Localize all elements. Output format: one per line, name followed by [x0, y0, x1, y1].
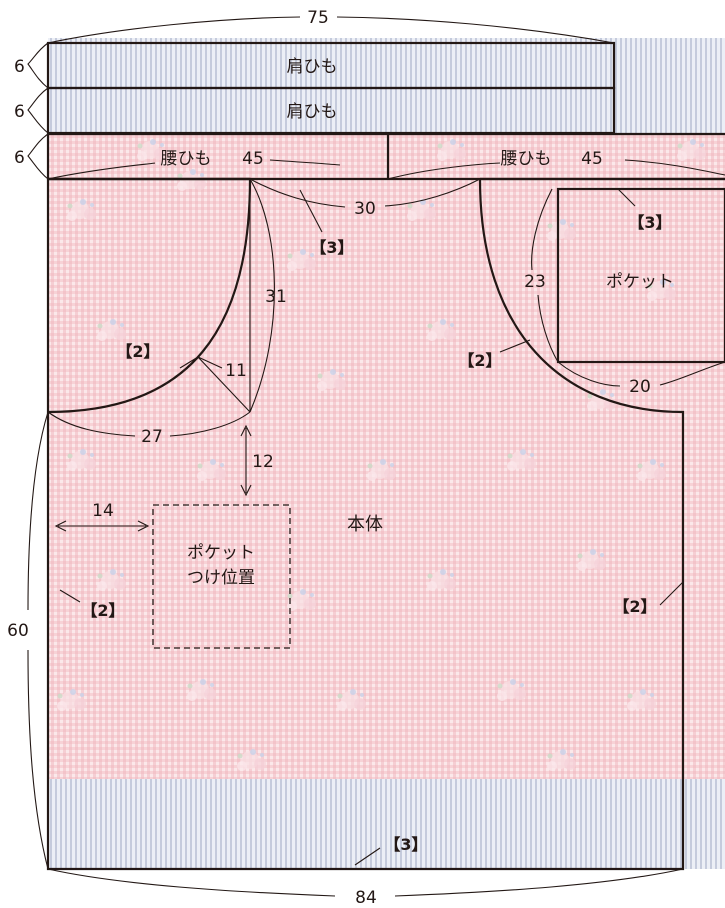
- pocket-mark-label: 【3】: [628, 213, 671, 232]
- shoulder-strap-label-1: 肩ひも: [287, 57, 338, 77]
- pocket-offset-h-label: 14: [92, 501, 114, 521]
- pocket-width-label: 20: [629, 377, 651, 397]
- pocket-placement-label-1: ポケット: [187, 543, 255, 563]
- shoulder-strap-label-2: 肩ひも: [287, 102, 338, 122]
- waist-tie-length-right: 45: [581, 149, 603, 169]
- pocket-offset-v-label: 12: [252, 452, 274, 472]
- pocket-height-label: 23: [524, 272, 546, 292]
- side-mark-left: 【2】: [81, 601, 124, 620]
- pocket-outline: [556, 187, 725, 364]
- waist-height-label: 6: [14, 148, 25, 168]
- fabric-background: [48, 38, 725, 869]
- strap-height-label-1: 6: [14, 57, 25, 77]
- dimension-lines: [27, 16, 725, 897]
- armhole-mark-right: 【2】: [458, 351, 501, 370]
- armhole-width-label: 27: [141, 427, 163, 447]
- body-outline: [46, 177, 685, 871]
- hem-mark-label: 【3】: [384, 835, 427, 854]
- top-width-label: 75: [307, 8, 329, 28]
- waist-tie-length-left: 45: [242, 149, 264, 169]
- body-length-label: 60: [7, 621, 29, 641]
- labels: 75 6 6 6 肩ひも 肩ひも 腰ひも 45 腰ひも 45 30 【3】 31…: [7, 8, 674, 908]
- waist-tie-label-left: 腰ひも: [161, 149, 212, 169]
- body-label: 本体: [347, 514, 383, 535]
- armhole-depth-label: 31: [265, 287, 287, 307]
- armhole-diag-label: 11: [225, 361, 247, 381]
- side-mark-right: 【2】: [613, 597, 656, 616]
- neck-mark-label: 【3】: [310, 238, 353, 257]
- waist-tie-label-right: 腰ひも: [501, 149, 552, 169]
- armhole-mark-left: 【2】: [116, 342, 159, 361]
- strap-height-label-2: 6: [14, 102, 25, 122]
- bottom-width-label: 84: [355, 888, 377, 908]
- pocket-placement-label-2: つけ位置: [187, 568, 255, 588]
- pocket-label: ポケット: [606, 272, 674, 292]
- neck-width-label: 30: [354, 199, 376, 219]
